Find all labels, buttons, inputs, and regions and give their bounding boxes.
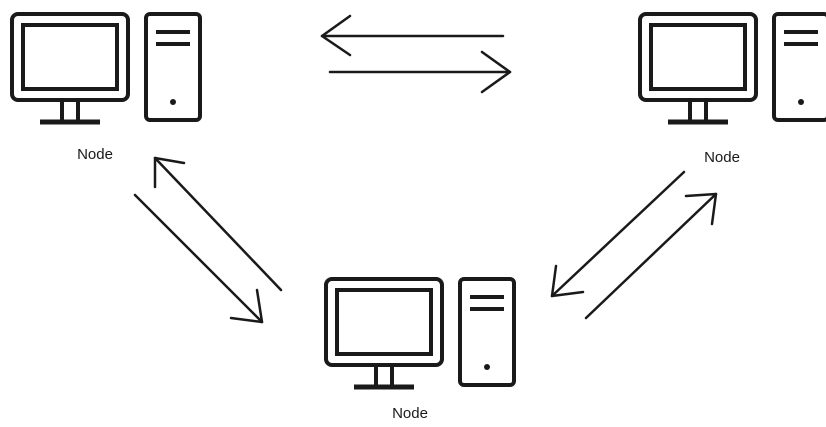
computer-icon-top-left (12, 14, 200, 122)
arrow-to-top-right-diagonal (584, 192, 718, 320)
computer-icon-top-right (640, 14, 826, 122)
arrow-to-bottom-left-diagonal (133, 193, 264, 324)
node-label-bottom: Node (392, 405, 428, 422)
arrow-to-top-left-diagonal (153, 156, 283, 292)
node-label-top-right: Node (704, 149, 740, 166)
arrow-to-top-right (328, 50, 512, 94)
computer-icon-bottom (326, 279, 514, 387)
arrow-to-top-left (320, 14, 505, 57)
arrow-to-bottom-right-diagonal (550, 170, 686, 298)
node-label-top-left: Node (77, 146, 113, 163)
